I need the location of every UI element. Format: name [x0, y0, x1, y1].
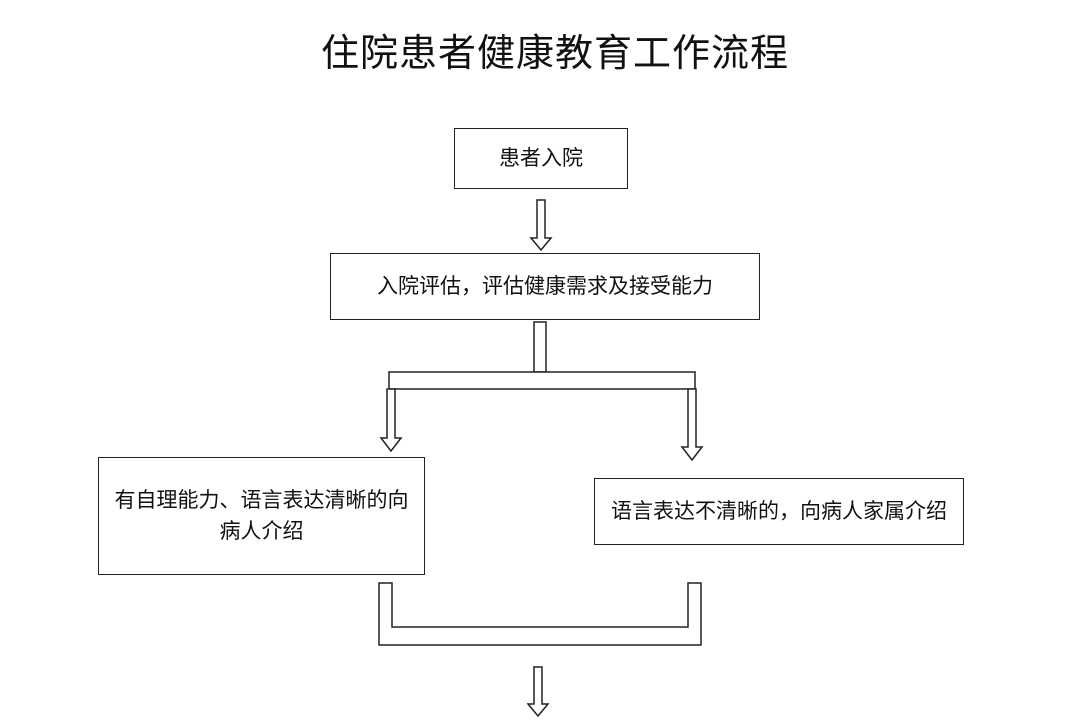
- node-admission-label: 患者入院: [499, 145, 583, 170]
- node-assessment: 入院评估，评估健康需求及接受能力: [330, 253, 760, 320]
- node-assessment-label: 入院评估，评估健康需求及接受能力: [377, 273, 713, 298]
- arrow-merge-down: [526, 666, 550, 718]
- node-self-care: 有自理能力、语言表达清晰的向病人介绍: [98, 457, 425, 575]
- arrow-split-to-family: [680, 388, 704, 462]
- arrow-split-to-self-care: [379, 388, 403, 453]
- merge-connector: [378, 582, 702, 646]
- split-bar: [388, 371, 696, 390]
- node-self-care-label: 有自理能力、语言表达清晰的向病人介绍: [114, 487, 409, 544]
- stem-assessment: [533, 321, 547, 373]
- node-admission: 患者入院: [454, 128, 628, 189]
- arrow-admission-to-assessment: [529, 199, 553, 252]
- node-family-label: 语言表达不清晰的，向病人家属介绍: [611, 498, 947, 523]
- diagram-title: 住院患者健康教育工作流程: [320, 31, 789, 75]
- node-family: 语言表达不清晰的，向病人家属介绍: [594, 478, 964, 545]
